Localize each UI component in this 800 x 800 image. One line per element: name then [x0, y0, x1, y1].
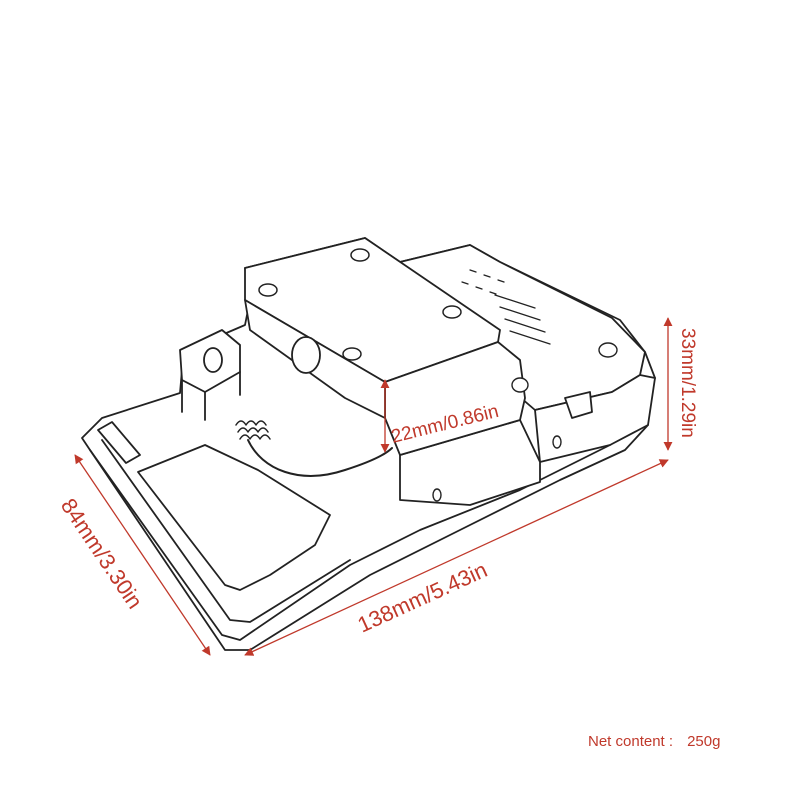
- spring-coil: [235, 420, 271, 440]
- port-slots: [461, 269, 551, 345]
- bolt: [342, 347, 362, 361]
- net-content-value: 250g: [687, 733, 721, 750]
- length-dimension-line: [244, 459, 669, 656]
- hole: [598, 342, 618, 358]
- dimension-lines: [74, 317, 673, 656]
- length-label: 138mm/5.43in: [354, 557, 491, 638]
- left-post-side: [181, 371, 241, 421]
- mount-bracket-sketch: [81, 237, 656, 651]
- side-cap-inner: [203, 347, 223, 373]
- bolt: [350, 248, 370, 262]
- hole: [552, 435, 562, 449]
- bolt: [258, 283, 278, 297]
- net-content: Net content : 250g: [588, 733, 720, 750]
- bolt: [442, 305, 462, 319]
- bolts: [258, 248, 462, 361]
- hole: [511, 377, 529, 393]
- hole: [432, 488, 442, 502]
- width-dimension-line: [74, 454, 211, 656]
- side-cap: [291, 336, 321, 374]
- height-label: 33mm/1.29in: [677, 328, 698, 438]
- clip-tab: [564, 391, 593, 419]
- net-content-label: Net content :: [588, 733, 674, 750]
- right-housing-side: [534, 374, 656, 463]
